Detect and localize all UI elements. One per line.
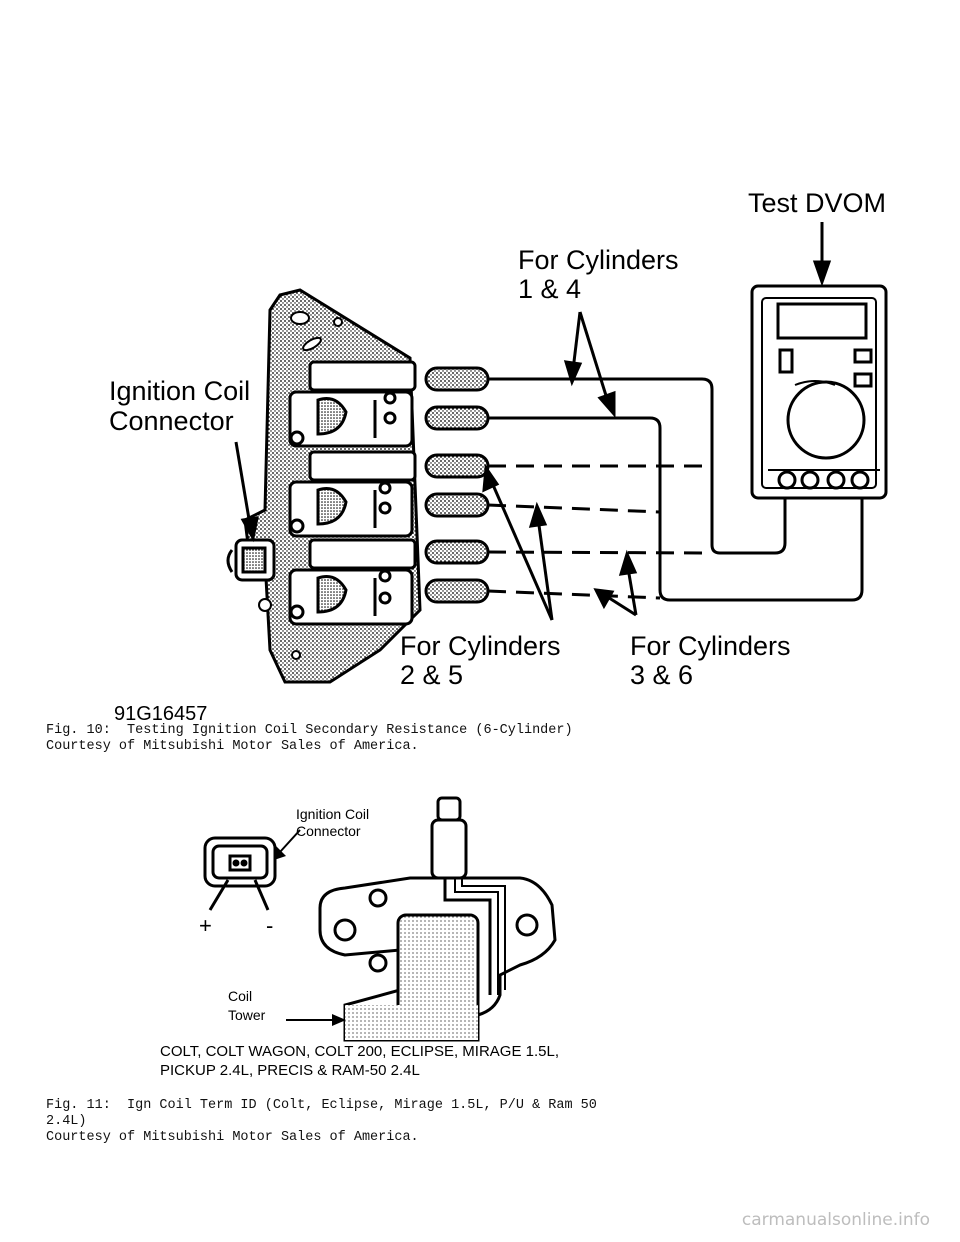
label-plus: + [199, 913, 212, 938]
figure-code: 91G16457 [114, 703, 208, 725]
coil-1 [288, 360, 417, 448]
label-test-dvom: Test DVOM [748, 188, 887, 218]
ht-boots [424, 366, 490, 604]
label-models-line1: COLT, COLT WAGON, COLT 200, ECLIPSE, MIR… [160, 1043, 560, 1060]
label-coil-line2: Tower [228, 1007, 266, 1023]
figure-11-diagram [203, 796, 557, 1042]
fig11-label-ign-conn-line2: Connector [296, 823, 361, 839]
figure-10-diagram [226, 222, 888, 684]
label-ign-conn-line1: Ignition Coil [109, 376, 251, 406]
label-cyl-14-line2: 1 & 4 [518, 274, 582, 304]
label-models-line2: PICKUP 2.4L, PRECIS & RAM-50 2.4L [160, 1062, 420, 1079]
figure-11-caption-line1: Fig. 11: Ign Coil Term ID (Colt, Eclipse… [46, 1098, 597, 1113]
figure-11-connector [203, 836, 277, 911]
figure-10-connector [226, 538, 276, 582]
coil-2 [288, 450, 417, 538]
label-cyl-25-line2: 2 & 5 [400, 660, 464, 690]
coil-3 [288, 538, 417, 626]
label-minus: - [266, 913, 274, 938]
label-cyl-14-line1: For Cylinders [518, 245, 679, 275]
figure-10-caption-line2: Courtesy of Mitsubishi Motor Sales of Am… [46, 739, 419, 754]
label-cyl-36-line1: For Cylinders [630, 631, 791, 661]
label-ign-conn-line2: Connector [109, 406, 234, 436]
figure-11-caption-line3: Courtesy of Mitsubishi Motor Sales of Am… [46, 1130, 419, 1145]
coil-body [318, 876, 557, 1042]
figure-11-caption-line2: 2.4L) [46, 1114, 87, 1129]
figure-10-caption-line1: Fig. 10: Testing Ignition Coil Secondary… [46, 723, 573, 738]
label-cyl-25-line1: For Cylinders [400, 631, 561, 661]
dashed-leads [487, 464, 713, 600]
dvom-meter [750, 284, 888, 500]
fig11-label-ign-conn-line1: Ignition Coil [296, 806, 370, 822]
test-leads-1-4 [488, 377, 864, 602]
figure-10-arrows [234, 222, 832, 621]
coil-connector-lead [430, 796, 506, 995]
label-coil-line1: Coil [228, 988, 253, 1004]
watermark: carmanualsonline.info [741, 1210, 930, 1230]
label-cyl-36-line2: 3 & 6 [630, 660, 694, 690]
